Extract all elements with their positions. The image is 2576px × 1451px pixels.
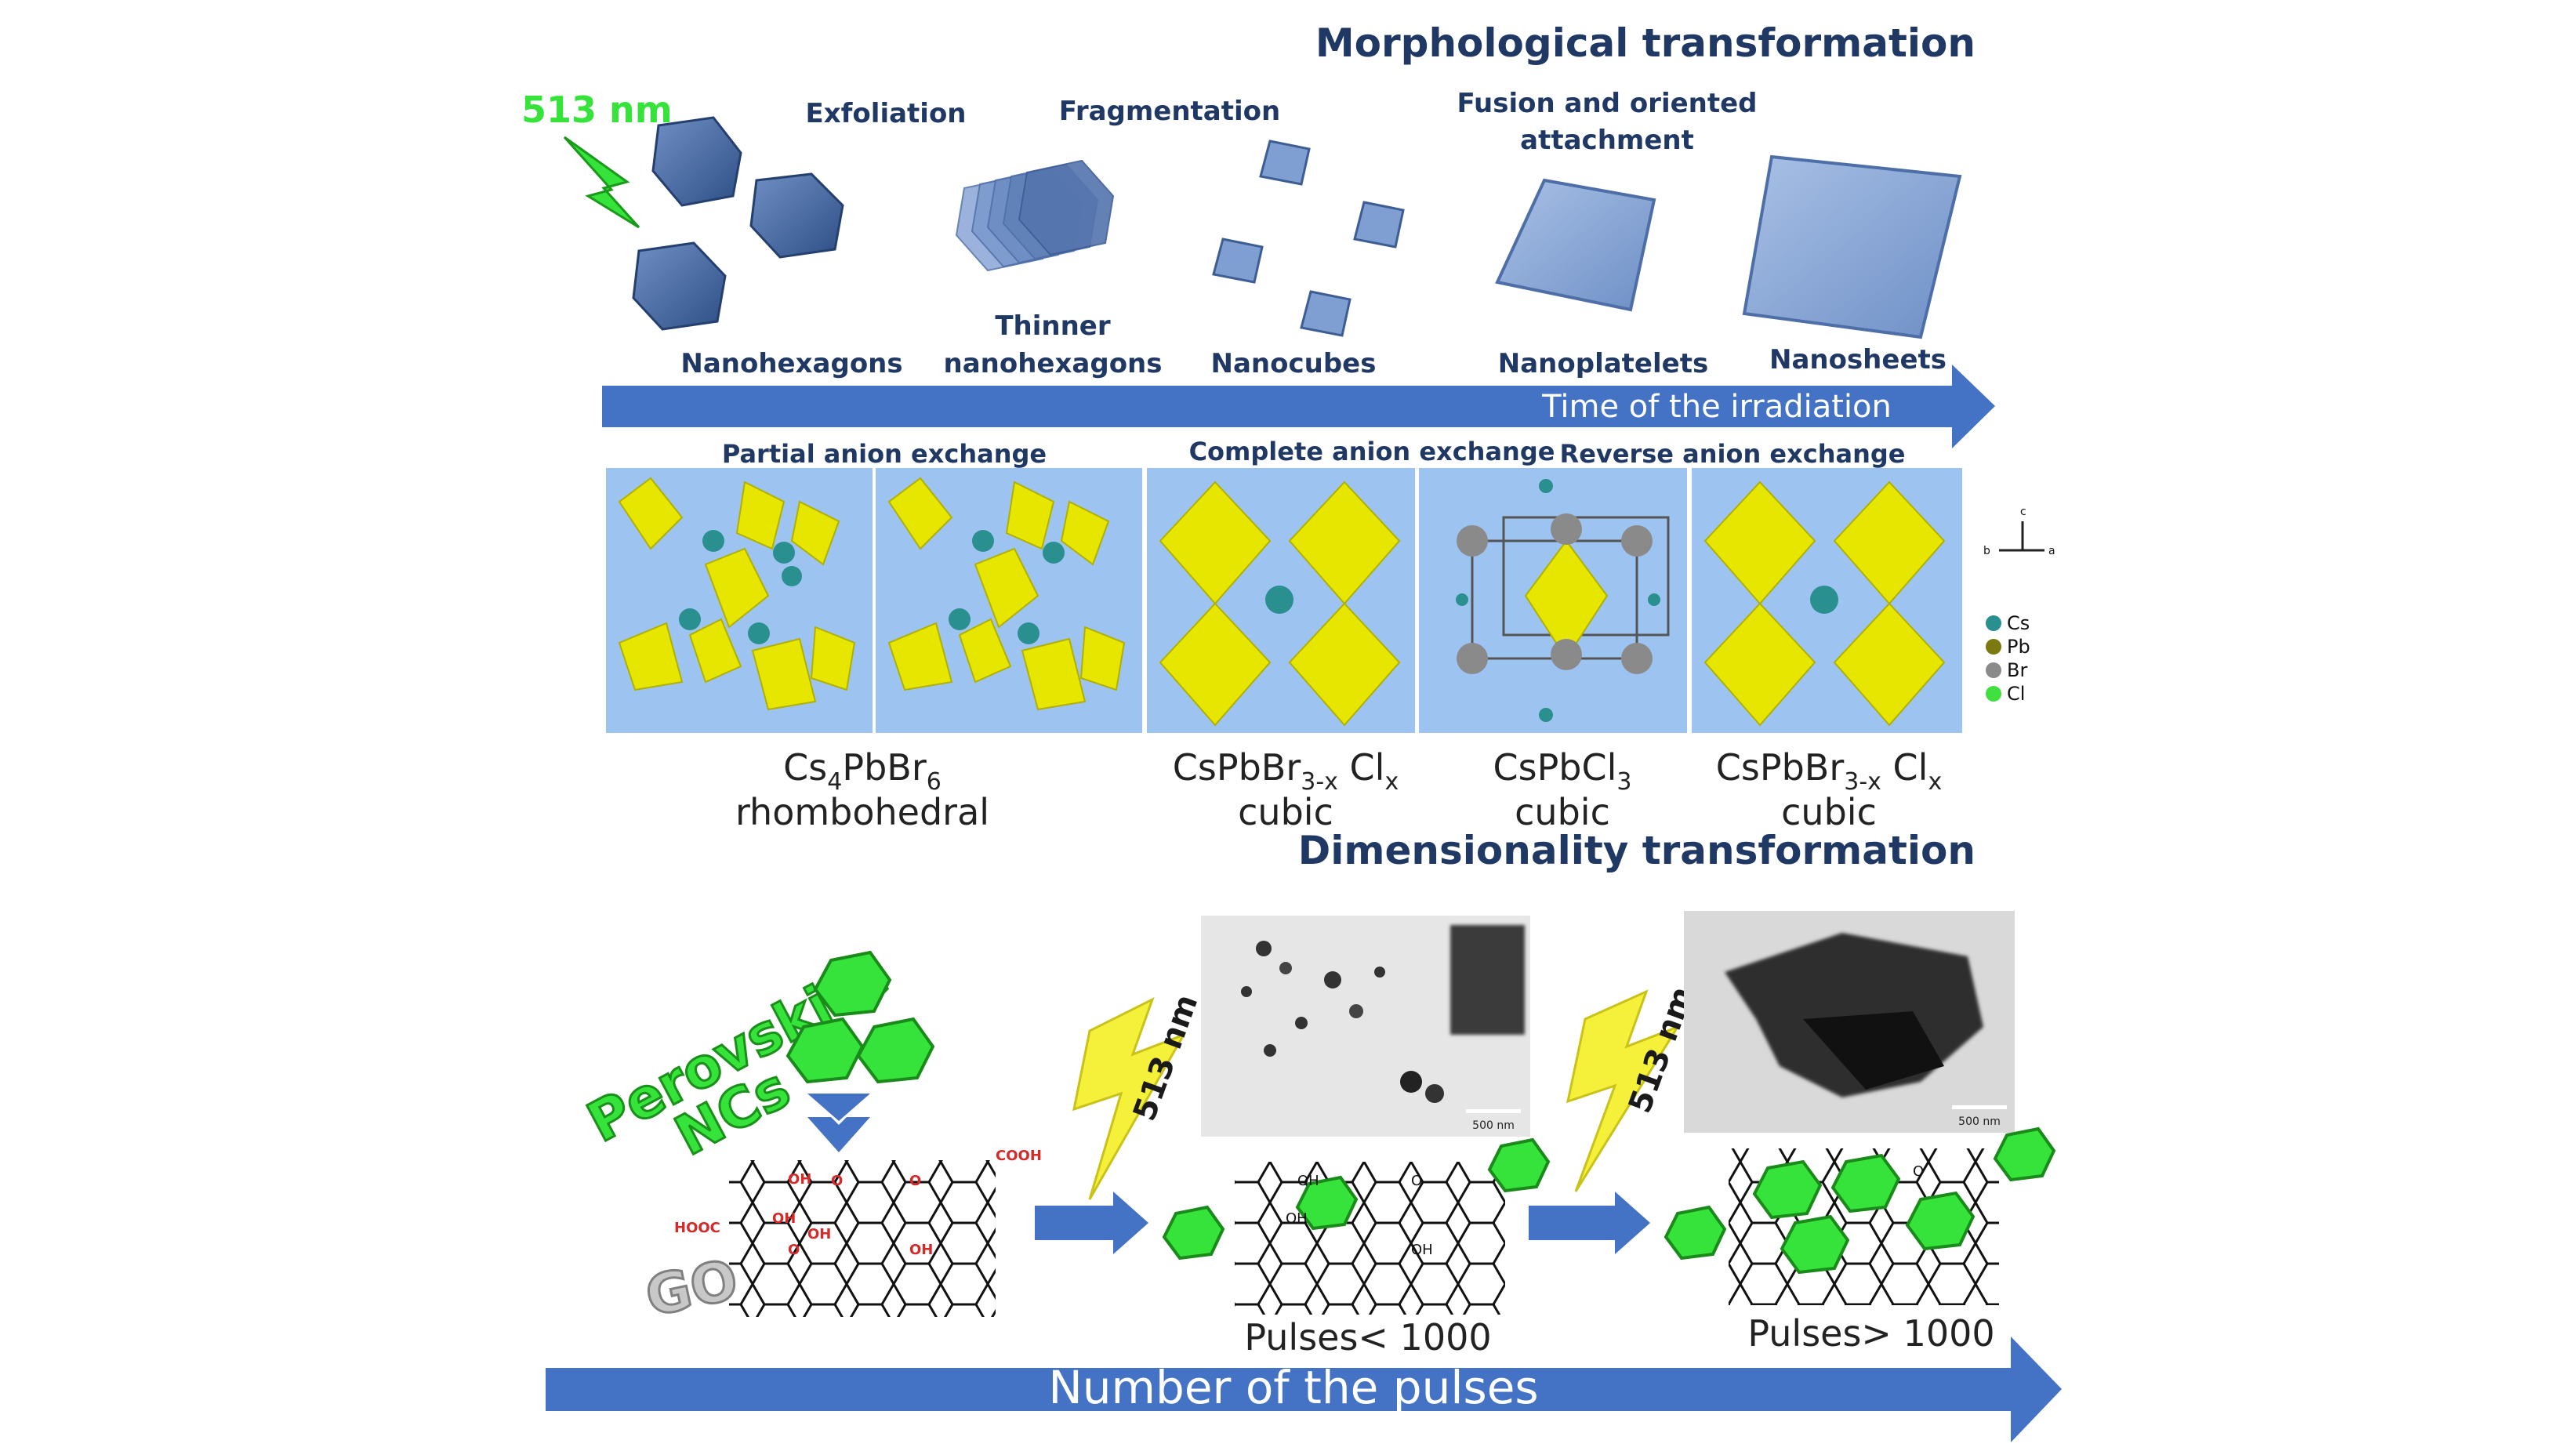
go-oh-3: OH: [807, 1226, 831, 1242]
atom-legend: Cs Pb Br Cl: [1986, 612, 2030, 705]
partial-anion-exchange: Partial anion exchange: [722, 439, 1047, 469]
go-cooh-label: COOH: [996, 1148, 1042, 1164]
tem-image-high-pulses: 500 nm: [1684, 911, 2015, 1133]
go-oh-6: OH: [1286, 1210, 1308, 1227]
go-o-5: O: [1913, 1163, 1924, 1180]
go-o-4: O: [1411, 1173, 1422, 1189]
go-oh-5: OH: [1297, 1173, 1319, 1189]
formula-cspbbr3-xclx-a: CsPbBr3-x Clx cubic: [1173, 746, 1399, 833]
svg-text:CsPbBr3-x Clx: CsPbBr3-x Clx: [1173, 746, 1399, 796]
nanoplatelet-illustration: [1495, 178, 1656, 312]
process-arrow-1: [1035, 1192, 1148, 1254]
crystal-panel-cubic-mixed-b: [1692, 468, 1962, 733]
tem-2-scale-bar: 500 nm: [1958, 1115, 2001, 1128]
time-arrow-label: Time of the irradiation: [1541, 389, 1892, 425]
axis-c-label: c: [2020, 506, 2026, 518]
go-o-1: O: [831, 1173, 843, 1189]
label-nanoplatelets: Nanoplatelets: [1498, 348, 1708, 379]
laser-wavelength-label: 513 nm: [521, 89, 673, 131]
nanosheet-illustration: [1742, 154, 1962, 339]
pulses-arrow-label: Number of the pulses: [1048, 1361, 1538, 1414]
nc-hex-on-go-6: [1905, 1191, 1976, 1251]
tem-1-scale-bar: 500 nm: [1472, 1119, 1515, 1132]
label-thinner-line2: nanohexagons: [944, 348, 1163, 379]
go-oh-1: OH: [788, 1171, 811, 1188]
graphene-oxide-sheet: COOH HOOC OH O O OH OH OH O: [674, 1148, 1042, 1317]
axis-b-label: b: [1983, 545, 1990, 557]
crystal-panel-rhombohedral-b: [876, 468, 1142, 733]
pulses-lt-label: Pulses< 1000: [1244, 1316, 1491, 1358]
nc-hex-icon-2: [1664, 1205, 1727, 1261]
go-sheet-2: [1235, 1162, 1505, 1315]
process-arrow-2: [1529, 1192, 1650, 1254]
phase-cubic-c: cubic: [1781, 791, 1877, 833]
nc-hex-on-go-2: [1487, 1137, 1551, 1193]
go-hooc-label: HOOC: [674, 1220, 720, 1236]
step-exfoliation: Exfoliation: [805, 98, 966, 129]
thinner-nanohexagons-illustration: [955, 159, 1115, 272]
nc-hex-on-go-4: [1830, 1153, 1901, 1213]
go-o-2: O: [909, 1173, 921, 1189]
formula-cs4pbbr6: Cs4PbBr6 rhombohedral: [735, 746, 989, 833]
nc-hex-on-go-7: [1993, 1126, 2056, 1182]
crystal-axes-icon: c b a: [1983, 506, 2055, 557]
dimensionality-title: Dimensionality transformation: [1298, 828, 1976, 873]
formula-cspbcl3: CsPbCl3 cubic: [1493, 746, 1631, 833]
crystal-panels: [606, 468, 1962, 733]
yellow-lightning-icon-1: [1072, 996, 1187, 1200]
phase-cubic-b: cubic: [1515, 791, 1610, 833]
down-chevron-icon-1: [807, 1094, 870, 1121]
step-fusion-line2: attachment: [1520, 125, 1694, 156]
phase-cubic-a: cubic: [1238, 791, 1333, 833]
label-thinner-line1: Thinner: [995, 310, 1111, 342]
pulses-gt-label: Pulses> 1000: [1747, 1312, 1994, 1355]
svg-text:Cs4PbBr6: Cs4PbBr6: [783, 746, 942, 796]
step-fusion-line1: Fusion and oriented: [1457, 88, 1757, 119]
legend-pb-label: Pb: [2007, 636, 2030, 658]
legend-pb-dot: [1986, 639, 2001, 655]
nanocubes-illustration: [1212, 140, 1405, 337]
legend-cs-label: Cs: [2007, 612, 2030, 634]
morphological-title: Morphological transformation: [1315, 20, 1976, 66]
legend-cl-label: Cl: [2007, 683, 2025, 705]
go-o-3: O: [788, 1242, 800, 1258]
nc-hex-on-go-3: [1752, 1159, 1823, 1220]
go-oh-2: OH: [772, 1210, 796, 1227]
crystal-panel-cubic-mixed-a: [1147, 468, 1415, 733]
svg-text:CsPbCl3: CsPbCl3: [1493, 746, 1631, 796]
time-arrow: [602, 365, 1995, 448]
down-chevron-icon-2: [807, 1117, 870, 1152]
axis-a-label: a: [2048, 545, 2055, 557]
tem-image-low-pulses: 500 nm: [1201, 916, 1530, 1137]
perovskite-nc-icons: [785, 950, 935, 1084]
legend-cl-dot: [1986, 686, 2001, 702]
go-oh-4: OH: [909, 1242, 933, 1258]
label-nanocubes: Nanocubes: [1211, 348, 1377, 379]
legend-cs-dot: [1986, 615, 2001, 631]
crystal-panel-rhombohedral-a: [606, 468, 873, 733]
svg-text:CsPbBr3-x Clx: CsPbBr3-x Clx: [1716, 746, 1942, 796]
legend-br-dot: [1986, 662, 2001, 678]
legend-br-label: Br: [2007, 659, 2027, 681]
go-label: GO: [640, 1247, 743, 1329]
phase-rhombohedral: rhombohedral: [735, 791, 989, 833]
yellow-lightning-icon-2: [1566, 989, 1681, 1192]
nc-hex-icon-1: [1162, 1205, 1225, 1261]
nc-hex-on-go-5: [1780, 1214, 1850, 1275]
green-lightning-icon: [563, 136, 640, 229]
pulses-arrow: [546, 1337, 2062, 1442]
go-oh-7: OH: [1411, 1242, 1433, 1258]
complete-anion-exchange: Complete anion exchange: [1189, 437, 1555, 466]
label-nanosheets: Nanosheets: [1769, 344, 1947, 375]
step-fragmentation: Fragmentation: [1059, 96, 1280, 127]
nanohexagons-illustration: [632, 116, 844, 331]
label-nanohexagons: Nanohexagons: [680, 348, 902, 379]
reverse-anion-exchange: Reverse anion exchange: [1560, 439, 1906, 469]
nc-hex-on-go-1: [1295, 1175, 1359, 1231]
formula-cspbbr3-xclx-b: CsPbBr3-x Clx cubic: [1716, 746, 1942, 833]
crystal-panel-cubic-chloride: [1419, 468, 1687, 733]
